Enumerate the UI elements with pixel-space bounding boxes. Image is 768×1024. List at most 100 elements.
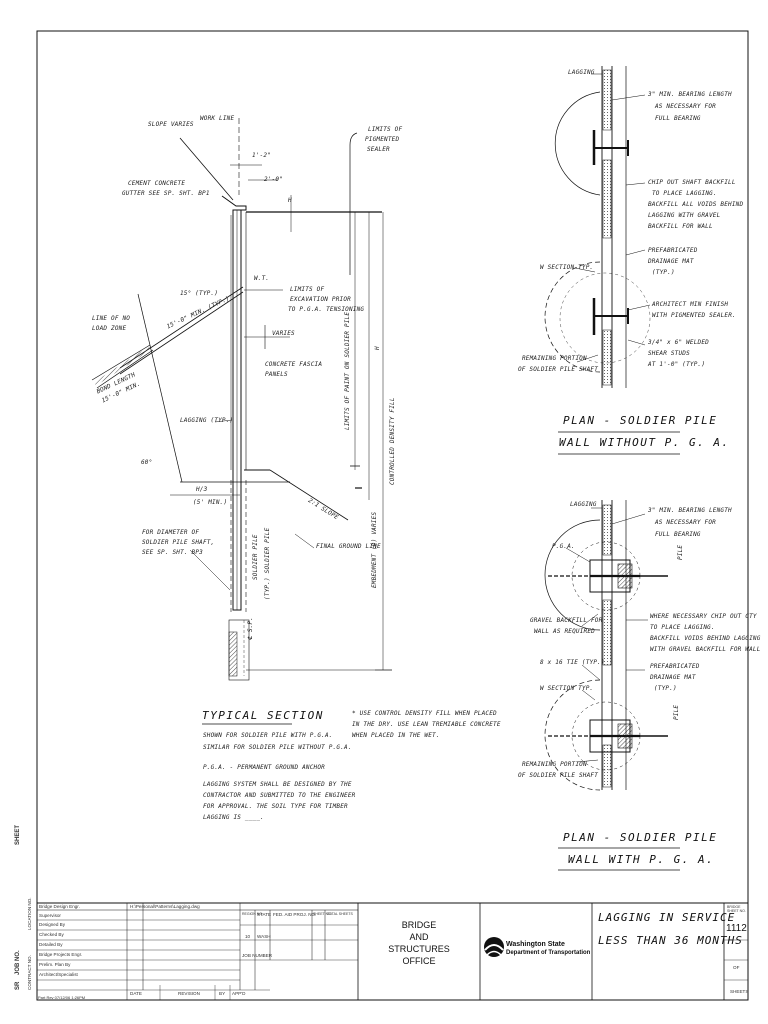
tb-sheets: SHEETS: [730, 989, 749, 994]
label-h-mark: H: [288, 197, 292, 204]
label-lagging-typ: LAGGING (TYP.): [180, 417, 234, 424]
pw-chip-1: CHIP OUT SHAFT BACKFILL: [648, 179, 736, 186]
typical-note-7: CONTRACTOR AND SUBMITTED TO THE ENGINEER: [203, 792, 356, 799]
pw-studs-3: AT 1'-0" (TYP.): [648, 361, 706, 368]
label-h3-2: (5' MIN.): [193, 499, 228, 506]
side-sheet: SHEET: [15, 824, 21, 845]
label-gutter-2: GUTTER SEE SP. SHT. BP1: [122, 190, 210, 197]
pp-gravel-1: GRAVEL BACKFILL FOR: [530, 617, 603, 624]
typical-note-6: LAGGING SYSTEM SHALL BE DESIGNED BY THE: [203, 781, 352, 788]
tb-rev-appd: APP'D: [232, 991, 246, 996]
pp-pile: PILE: [677, 544, 684, 560]
pw-drain-3: (TYP.): [652, 269, 675, 276]
label-dia-2: SOLDIER PILE SHAFT,: [142, 539, 215, 546]
label-dim-1-2: 1'-2": [252, 152, 272, 159]
side-contract: CONTRACT NO.: [27, 955, 32, 990]
typical-note-9: LAGGING IS ____.: [203, 814, 264, 821]
tb-wsdot-2: Department of Transportation: [506, 950, 591, 956]
tb-region-no: 10: [245, 934, 251, 939]
typical-note-1: SHOWN FOR SOLDIER PILE WITH P.G.A.: [203, 732, 333, 739]
label-soldier-pile-2: (TYP.) SOLDIER PILE: [264, 527, 271, 600]
title-block: [36, 902, 749, 1001]
pp-chip-2: TO PLACE LAGGING.: [650, 624, 715, 631]
typical-section-drawing: [91, 118, 392, 681]
pw-finish-1: ARCHITECT MIN FINISH: [652, 301, 729, 308]
label-embedment: EMBEDMENT (D) VARIES: [371, 511, 378, 588]
pw-chip-3: BACKFILL ALL VOIDS BEHIND: [648, 201, 744, 208]
pw-chip-5: BACKFILL FOR WALL: [648, 223, 713, 230]
label-h-dim: H: [374, 346, 381, 350]
pw-chip-4: LAGGING WITH GRAVEL: [648, 212, 721, 219]
typical-note-4: P.G.A. - PERMANENT GROUND ANCHOR: [203, 764, 325, 771]
pw-finish-2: WITH PIGMENTED SEALER.: [652, 312, 736, 319]
tb-row-1: Bridge Design Engr.: [39, 904, 80, 909]
wsdot-logo-icon: [484, 937, 504, 957]
label-wt: W.T.: [254, 275, 270, 282]
pp-title-2: WALL WITH P. G. A.: [568, 853, 715, 866]
pw-w-section: W SECTION TYP.: [540, 264, 594, 271]
pp-chip-4: WITH GRAVEL BACKFILL FOR WALL: [650, 646, 761, 653]
pw-bearing-2: AS NECESSARY FOR: [655, 103, 716, 110]
pp-chip-1: WHERE NECESSARY CHIP OUT CTY: [650, 613, 757, 620]
footnote-3: WHEN PLACED IN THE WET.: [352, 732, 440, 739]
pp-remain-1: REMAINING PORTION: [522, 761, 587, 768]
pp-pga: P.G.A.: [552, 543, 575, 550]
tb-job-number: JOB NUMBER: [242, 953, 273, 958]
pw-remain-1: REMAINING PORTION: [522, 355, 587, 362]
label-cl-mark: ℄ S.P.: [247, 616, 254, 640]
pp-drain-2: DRAINAGE MAT: [650, 674, 696, 681]
label-excavation-1: LIMITS OF: [290, 286, 325, 293]
tb-col-region: REGION NO.: [242, 912, 264, 916]
pw-chip-2: TO PLACE LAGGING.: [652, 190, 717, 197]
label-controlled-fill: CONTROLLED DENSITY FILL: [389, 397, 396, 485]
pp-chip-3: BACKFILL VOIDS BEHIND LAGGING: [650, 635, 761, 642]
pw-title-1: PLAN - SOLDIER PILE: [563, 414, 718, 427]
side-sr: SR: [15, 981, 21, 990]
label-final-ground: FINAL GROUND LINE: [316, 543, 381, 550]
plan-without-pga-drawing: [544, 66, 680, 455]
typical-section-title: TYPICAL SECTION: [202, 709, 324, 722]
tb-col-state: STATE: [257, 912, 272, 917]
tb-rev-revision: REVISION: [178, 991, 200, 996]
tb-sheet-title-2: LESS THAN 36 MONTHS: [598, 934, 743, 947]
tb-col-sheet: SHEET NO.: [313, 912, 332, 916]
pw-title-2: WALL WITHOUT P. G. A.: [559, 436, 730, 449]
label-sealer-3: SEALER: [367, 146, 390, 153]
label-excavation-3: TO P.G.A. TENSIONING: [288, 306, 365, 313]
tb-office-4: OFFICE: [402, 956, 436, 966]
tb-row-7: Prelim. Plan By: [39, 962, 71, 967]
label-gutter-1: CEMENT CONCRETE: [128, 180, 186, 187]
label-dim-2-0: 2'-0": [264, 176, 284, 183]
pw-studs-2: SHEAR STUDS: [648, 350, 690, 357]
pp-bearing-3: FULL BEARING: [655, 531, 701, 538]
side-location: LOCATION NO.: [27, 897, 32, 930]
footnote-1: * USE CONTROL DENSITY FILL WHEN PLACED: [352, 710, 497, 717]
tb-sheet-no: 1112: [726, 923, 747, 934]
tb-rev-by: BY: [219, 991, 226, 996]
tb-wsdot-1: Washington State: [506, 941, 565, 948]
label-h3-1: H/3: [196, 486, 208, 493]
typical-note-2: SIMILAR FOR SOLDIER PILE WITHOUT P.G.A.: [203, 744, 352, 751]
tb-row-2: Supervisor: [39, 913, 61, 918]
label-angle-15: 15° (TYP.): [180, 290, 219, 297]
tb-bridge-sheet-no: BRIDGE SHEET NO.: [727, 905, 746, 913]
label-line-no-load-1: LINE OF NO: [92, 315, 131, 322]
label-angle-60: 60°: [141, 459, 153, 466]
label-limits-paint: LIMITS OF PAINT ON SOLDIER PILE: [344, 311, 351, 430]
pp-title-1: PLAN - SOLDIER PILE: [563, 831, 718, 844]
plan-with-pga-drawing: [544, 500, 680, 871]
pp-gravel-2: WALL AS REQUIRED: [534, 628, 595, 635]
tb-col-fed: FED. AID PROJ. NO.: [273, 912, 317, 917]
label-work-line: WORK LINE: [200, 115, 235, 122]
pp-pile-lower: PILE: [673, 704, 680, 720]
pw-bearing-1: 3" MIN. BEARING LENGTH: [648, 91, 732, 98]
pp-lagging: LAGGING: [570, 501, 597, 508]
label-slope-varies: SLOPE VARIES: [148, 121, 194, 128]
label-fascia-2: PANELS: [265, 371, 288, 378]
tb-row-5: Detailed By: [39, 942, 63, 947]
tb-path: H:\Personal\Patterns\Lagging.dwg: [130, 904, 200, 909]
tb-row-4: Checked By: [39, 932, 64, 937]
tb-of: OF: [733, 965, 740, 970]
pp-bearing-2: AS NECESSARY FOR: [655, 519, 716, 526]
label-sealer-1: LIMITS OF: [368, 126, 403, 133]
